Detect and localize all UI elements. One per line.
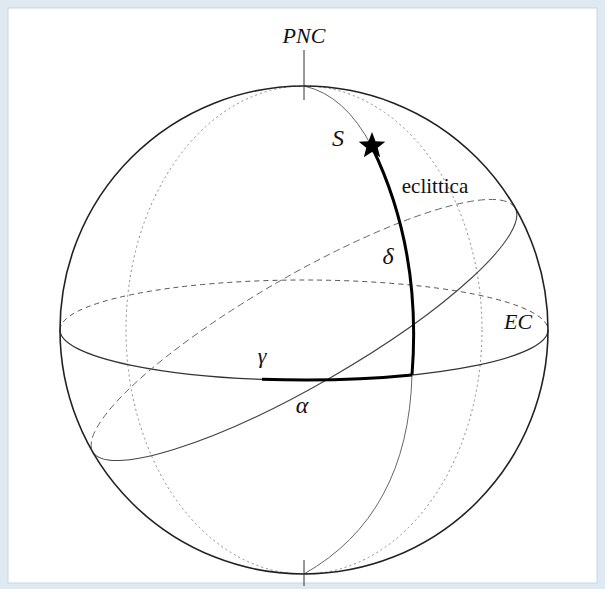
axis-label: δ bbox=[381, 244, 394, 268]
axis-label: EC bbox=[503, 311, 533, 333]
polar-axis bbox=[304, 50, 305, 100]
equator-back bbox=[60, 280, 548, 330]
axis-label: γ bbox=[257, 345, 268, 367]
equator-front bbox=[60, 330, 548, 380]
sphere-outline bbox=[60, 86, 548, 574]
ecliptic-back bbox=[91, 199, 515, 452]
polar-axis bbox=[304, 560, 305, 586]
right-ascension-arc bbox=[262, 375, 412, 380]
meridian-bottom bbox=[304, 375, 412, 574]
axis-label: PNC bbox=[282, 25, 327, 47]
panel bbox=[8, 8, 597, 583]
axis-label: S bbox=[331, 126, 345, 150]
axis-label: eclittica bbox=[401, 176, 469, 197]
ecliptic-front bbox=[93, 208, 517, 461]
star-symbol bbox=[359, 132, 386, 157]
back-meridian bbox=[126, 86, 482, 574]
axis-label: α bbox=[295, 393, 310, 417]
